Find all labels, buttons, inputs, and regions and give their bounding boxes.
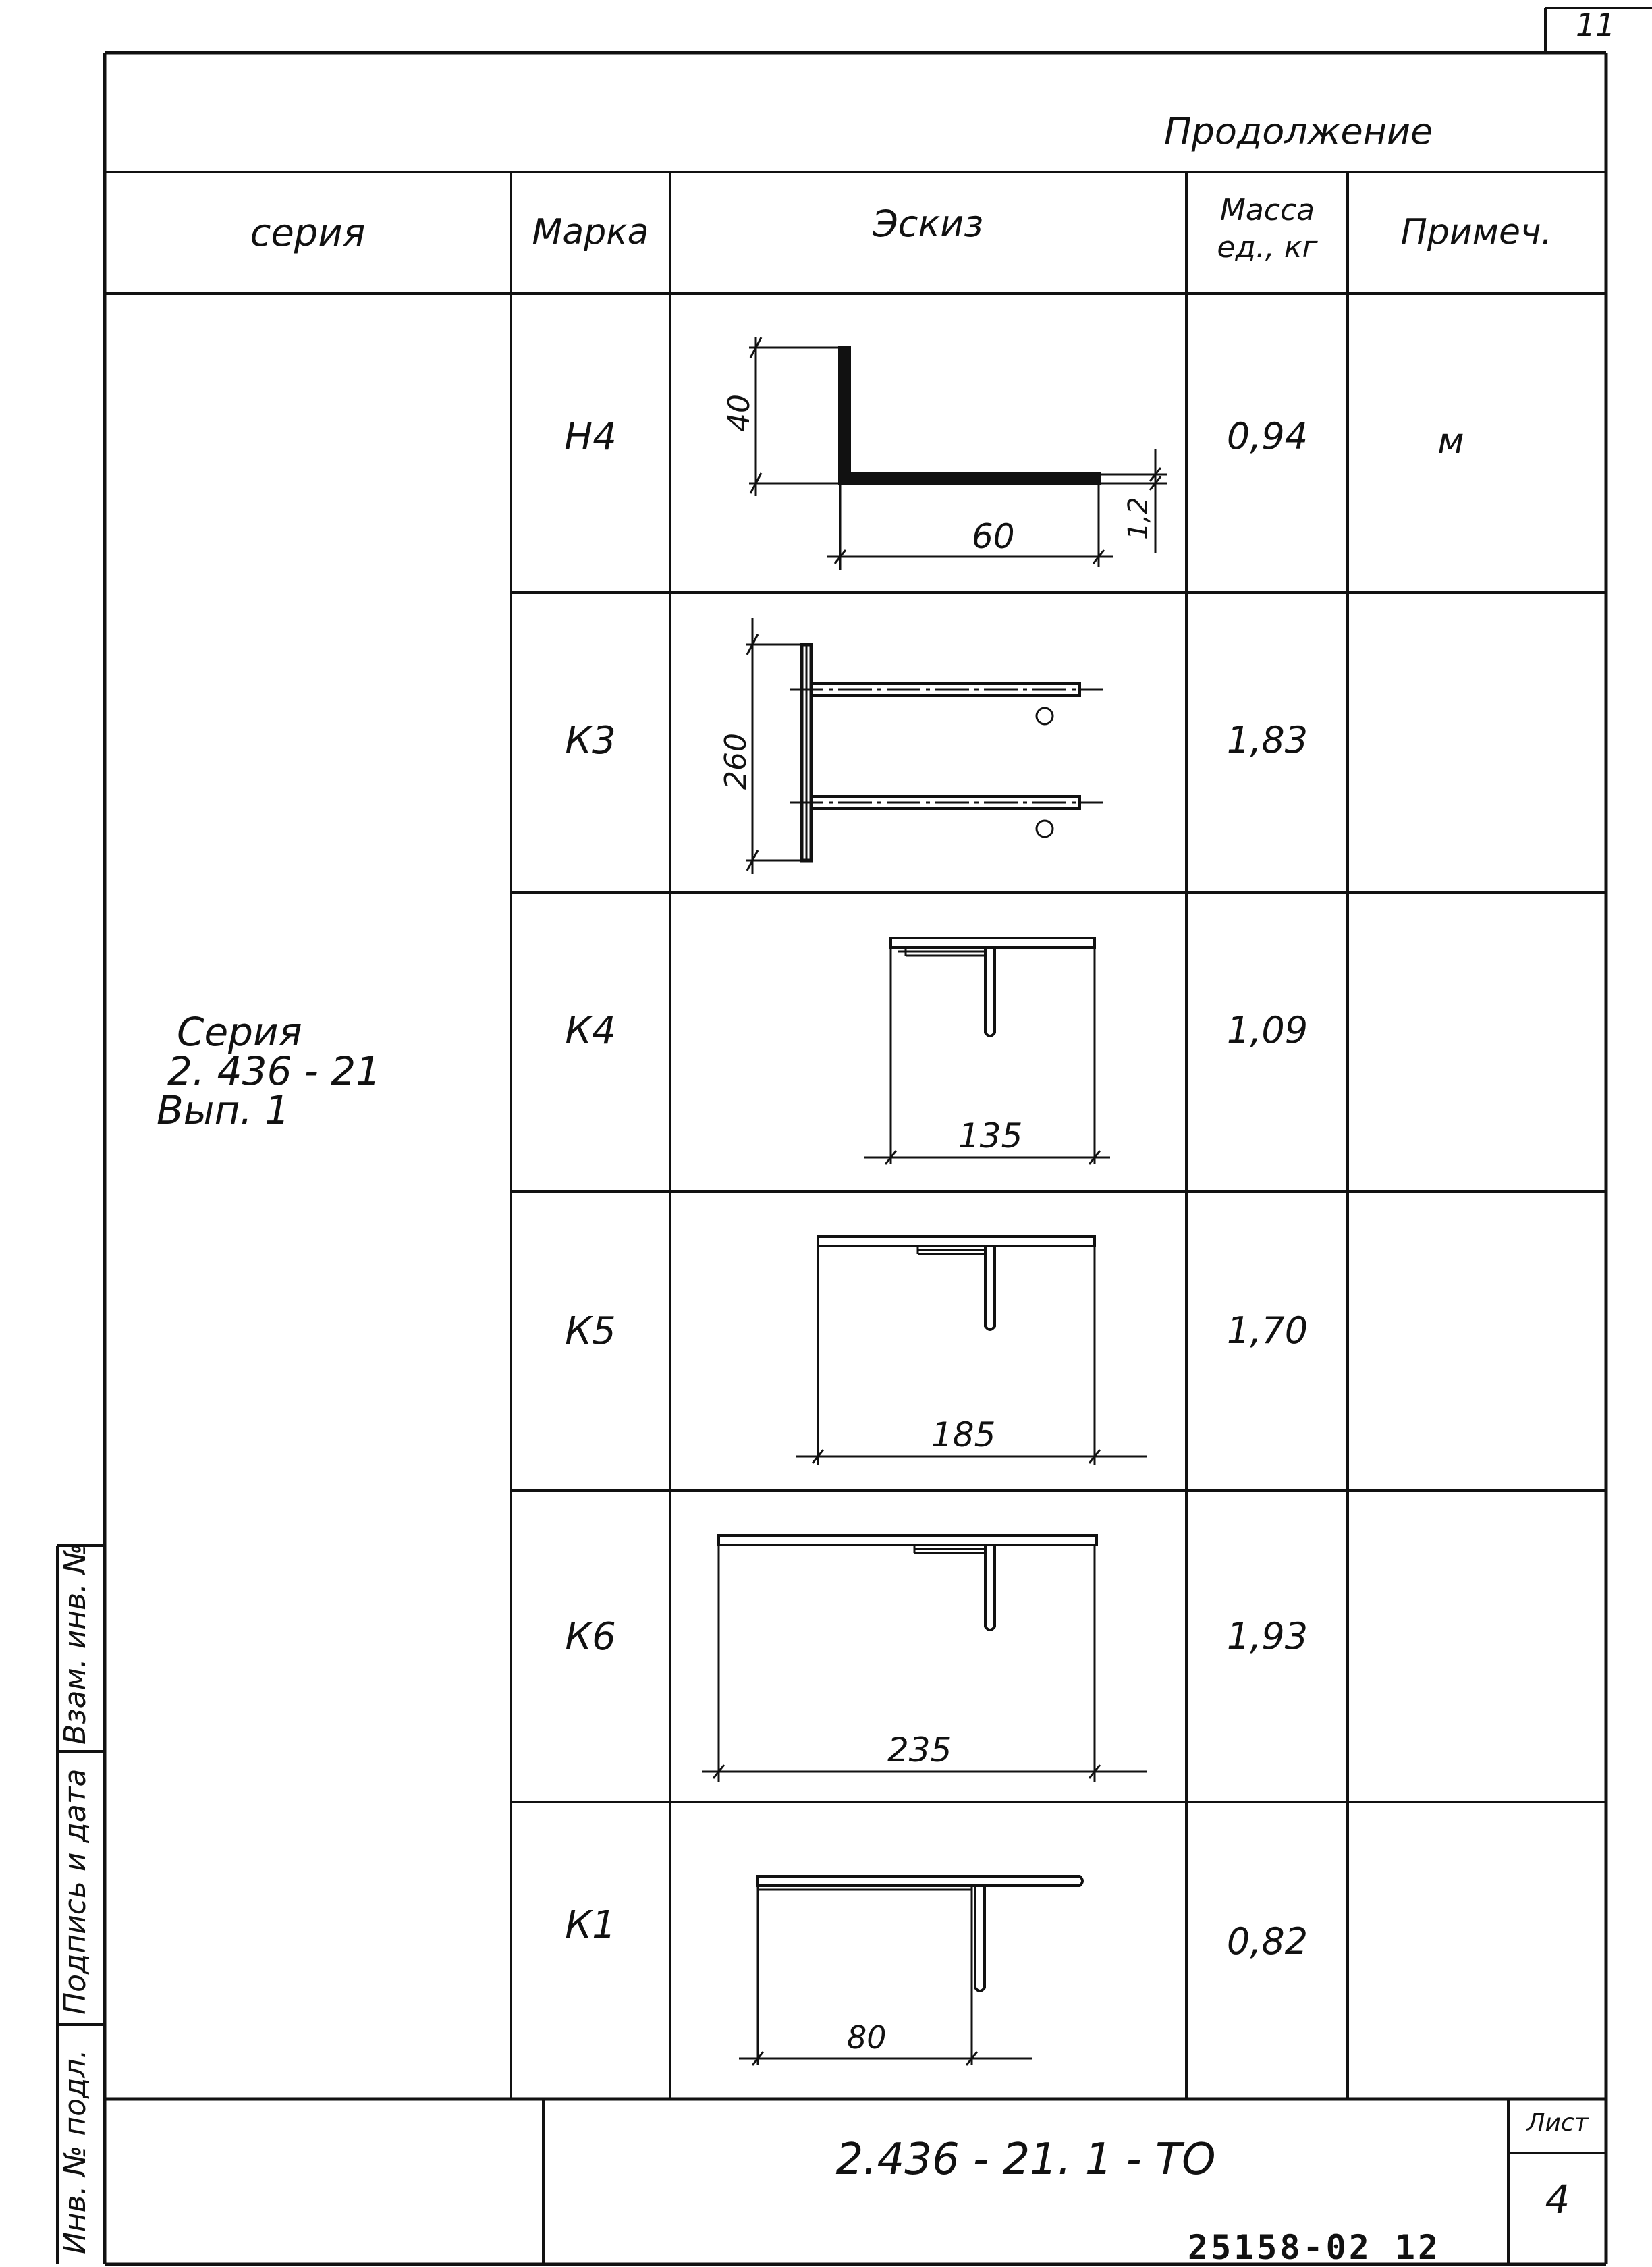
sketch-k1	[739, 1875, 1084, 2066]
row-note: м	[1437, 421, 1464, 462]
header-mark: Марка	[532, 212, 649, 252]
row-mass: 1,09	[1226, 1009, 1309, 1051]
series-label-line3: Вып. 1	[157, 1087, 290, 1133]
row-mass: 1,83	[1226, 719, 1309, 761]
document-code: 2.436 - 21. 1 - ТО	[835, 2135, 1216, 2185]
header-series: серия	[250, 211, 366, 255]
header-note: Примеч.	[1400, 212, 1553, 252]
header-mass-line1: Масса	[1219, 193, 1315, 227]
row-mark: К5	[565, 1309, 616, 1353]
header-sketch: Эскиз	[873, 202, 983, 245]
row-mass: 1,93	[1226, 1615, 1309, 1658]
row-mark: Н4	[564, 415, 617, 459]
sketch-k4	[864, 937, 1110, 1165]
row-mark: К6	[565, 1615, 616, 1659]
stamp-inventory-number: Инв. № подл.	[58, 2049, 92, 2254]
sketch-k5	[796, 1235, 1147, 1465]
series-label-line2: 2. 436 - 21	[167, 1048, 381, 1094]
sheet-number: 4	[1545, 2177, 1570, 2222]
row-mass: 1,70	[1226, 1309, 1309, 1352]
archive-number: 25158-02 12	[1188, 2228, 1441, 2267]
dim-h4-height: 40	[722, 394, 756, 432]
row-mark: К3	[565, 719, 616, 763]
row-mark: К1	[565, 1903, 616, 1947]
sketch-k3	[746, 618, 1103, 874]
header-mass-line2: ед., кг	[1217, 230, 1318, 265]
dim-h4-thickness: 1,2	[1123, 497, 1154, 540]
dim-k4-length: 135	[958, 1116, 1022, 1155]
series-label-line1: Серия	[177, 1009, 302, 1055]
dim-k5-length: 185	[931, 1415, 995, 1454]
dim-k3-height: 260	[719, 733, 753, 790]
sketch-k6	[702, 1534, 1147, 1782]
stamp-replacement-inventory: Взам. инв. №	[58, 1543, 92, 1745]
stamp-signature-date: Подпись и дата	[58, 1768, 92, 2015]
row-mark: К4	[565, 1009, 616, 1053]
continuation-label: Продолжение	[1164, 110, 1433, 153]
sheet-label: Лист	[1526, 2109, 1589, 2137]
page-number: 11	[1576, 7, 1616, 43]
sketch-h4	[749, 337, 1167, 570]
row-mass: 0,94	[1226, 415, 1309, 458]
dim-k1-length: 80	[847, 2019, 887, 2056]
dim-k6-length: 235	[887, 1730, 952, 1770]
row-mass: 0,82	[1226, 1920, 1309, 1963]
dim-h4-length: 60	[972, 517, 1015, 556]
